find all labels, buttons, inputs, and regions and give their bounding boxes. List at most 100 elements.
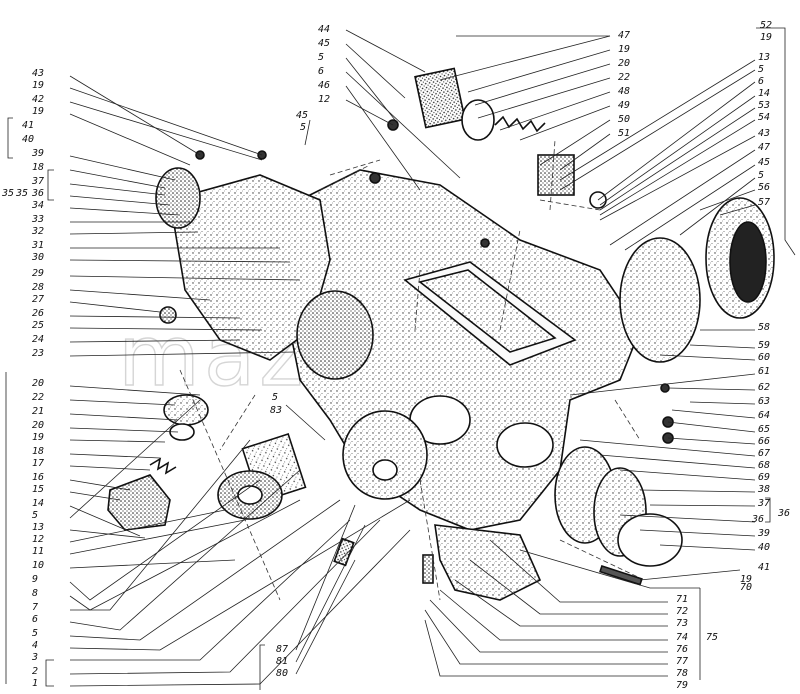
callout-label: 65 xyxy=(758,424,770,435)
callout-label: 20 xyxy=(32,420,44,431)
callout-label: 56 xyxy=(758,182,770,193)
right-flange-2-bore xyxy=(729,221,767,303)
callout-label: 24 xyxy=(32,334,44,345)
callout-label: 7 xyxy=(32,602,38,613)
bolt-5 xyxy=(480,238,490,248)
callout-label: 36 xyxy=(31,188,44,199)
callout-label: 53 xyxy=(758,100,770,111)
callout-label: 20 xyxy=(618,58,630,69)
callout-label: 43 xyxy=(32,68,44,79)
right-flange-1 xyxy=(619,237,701,363)
callout-label: 31 xyxy=(31,240,44,251)
callout-label: 5 xyxy=(32,628,38,639)
callout-label: 35 xyxy=(15,188,28,199)
callout-label: 4 xyxy=(32,640,38,651)
callout-label: 77 xyxy=(676,656,688,667)
bolt-1 xyxy=(159,306,177,324)
callout-label: 78 xyxy=(676,668,688,679)
left-spring xyxy=(149,457,177,475)
callout-label: 8 xyxy=(32,588,38,599)
callout-label: 5 xyxy=(758,64,764,75)
callout-label: 38 xyxy=(757,484,770,495)
callout-label: 71 xyxy=(676,594,688,605)
callout-label: 57 xyxy=(758,197,770,208)
callout-label: 14 xyxy=(758,88,770,99)
callout-label: 81 xyxy=(276,656,288,667)
left-cap-plate xyxy=(107,474,171,531)
seal-ring xyxy=(617,513,683,567)
callout-label: 45 xyxy=(318,38,330,49)
callout-label: 48 xyxy=(618,86,630,97)
callout-label: 43 xyxy=(758,128,770,139)
pin-1 xyxy=(333,537,355,567)
front-round-cover-hub xyxy=(372,459,398,481)
callout-label: 80 xyxy=(276,668,288,679)
group-label: 75 xyxy=(706,632,718,643)
callout-label: 13 xyxy=(32,522,44,533)
right-callout-labels: 5219135614535443474555657585960616263646… xyxy=(676,20,772,691)
callout-label: 22 xyxy=(32,392,44,403)
callout-label: 19 xyxy=(618,44,630,55)
left-side-bore xyxy=(296,290,374,380)
callout-label: 15 xyxy=(32,484,44,495)
callout-label: 76 xyxy=(676,644,688,655)
callout-label: 69 xyxy=(758,472,770,483)
callout-label: 30 xyxy=(31,252,44,263)
callout-label: 5 xyxy=(272,392,278,403)
callout-label: 5 xyxy=(318,52,324,63)
callout-label: 72 xyxy=(676,606,688,617)
callout-label: 87 xyxy=(276,644,288,655)
callout-label: 28 xyxy=(32,282,44,293)
callout-label: 51 xyxy=(618,128,630,139)
left-callout-labels: 4319421941403918373635343332313029282726… xyxy=(15,68,44,689)
callout-label: 23 xyxy=(32,348,44,359)
callout-label: 41 xyxy=(22,120,34,131)
callout-label: 47 xyxy=(758,142,770,153)
callout-label: 39 xyxy=(757,528,770,539)
leader-lines xyxy=(5,27,796,690)
callout-label: 67 xyxy=(758,448,770,459)
left-flange xyxy=(155,167,201,229)
bottom-sump xyxy=(434,524,542,601)
callout-label: 62 xyxy=(758,382,770,393)
callout-label: 18 xyxy=(32,162,44,173)
callout-label: 19 xyxy=(32,80,44,91)
callout-label: 10 xyxy=(32,560,44,571)
callout-label: 45 xyxy=(758,157,770,168)
group-label: 35 xyxy=(1,188,14,199)
bottom-callout-labels: 87 81 80 xyxy=(276,644,288,679)
callout-label: 54 xyxy=(758,112,770,123)
front-round-cover xyxy=(342,410,428,500)
callout-label: 25 xyxy=(32,320,44,331)
callout-label: 60 xyxy=(758,352,770,363)
callout-label: 79 xyxy=(676,680,688,691)
valve-flange-bore xyxy=(237,485,263,505)
callout-label: 46 xyxy=(318,80,330,91)
group-label: 36 xyxy=(777,508,790,519)
callout-label: 20 xyxy=(32,378,44,389)
callout-label: 36 xyxy=(751,514,764,525)
callout-label: 29 xyxy=(32,268,44,279)
callout-label: 6 xyxy=(318,66,324,77)
callout-label: 64 xyxy=(758,410,770,421)
callout-label: 1 xyxy=(32,678,38,689)
callout-label: 5 xyxy=(300,122,306,133)
callout-label: 39 xyxy=(31,148,44,159)
callout-label: 40 xyxy=(22,134,34,145)
callout-label: 73 xyxy=(676,618,688,629)
callout-label: 37 xyxy=(31,176,44,187)
callout-label: 22 xyxy=(618,72,630,83)
callout-label: 58 xyxy=(758,322,770,333)
callout-label: 52 xyxy=(760,20,772,31)
callout-label: 27 xyxy=(32,294,44,305)
callout-label: 6 xyxy=(758,76,764,87)
callout-label: 9 xyxy=(32,574,38,585)
bolt-long xyxy=(599,564,643,586)
callout-label: 6 xyxy=(32,614,38,625)
callout-label: 13 xyxy=(758,52,770,63)
callout-label: 70 xyxy=(740,582,752,593)
pin-2 xyxy=(422,554,434,584)
callout-label: 47 xyxy=(618,30,630,41)
